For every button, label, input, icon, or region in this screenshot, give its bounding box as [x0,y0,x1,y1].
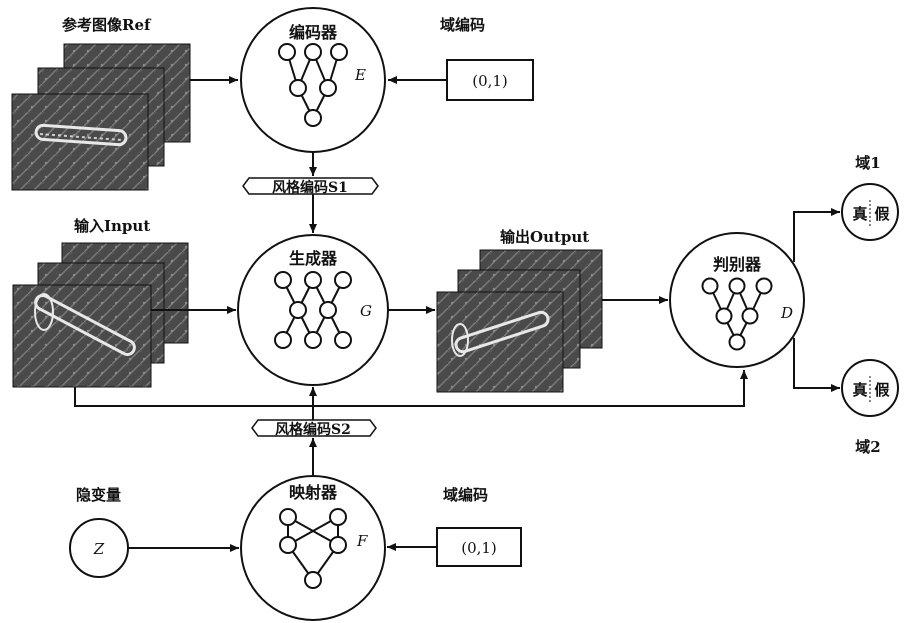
mapping-symbol: F [356,532,368,550]
style-code-s1: 风格编码S1 [243,178,378,196]
domain2-title: 域2 [855,438,880,456]
output-image-stack [437,250,602,392]
domain2-real: 真 [852,381,867,399]
output-title: 输出Output [500,228,589,246]
encoder-title: 编码器 [289,23,338,42]
generator-title: 生成器 [289,249,338,268]
domain1-fake: 假 [874,205,890,223]
domain-code-bottom-value: (0,1) [461,539,497,557]
arrow-discriminator-to-domain1 [794,212,840,262]
input-image-stack [13,243,188,387]
latent-title: 隐变量 [76,486,121,504]
input-title: 输入Input [74,217,150,235]
discriminator-symbol: D [780,304,793,322]
encoder-node: 编码器 E [241,8,385,152]
domain-code-bottom-title: 域编码 [443,486,488,504]
reference-title: 参考图像Ref [62,16,152,34]
style-code-s2: 风格编码S2 [252,420,376,438]
latent-symbol: Z [93,540,105,558]
arrow-input-to-discriminator [75,370,744,406]
discriminator-node: 判别器 D [670,233,804,367]
mapping-node: 映射器 F [241,476,385,620]
domain1-real: 真 [852,205,867,223]
domain2-fake: 假 [874,381,890,399]
domain1-title: 域1 [855,154,880,172]
arrow-discriminator-to-domain2 [794,338,840,388]
mapping-title: 映射器 [289,483,338,502]
style-code-s1-label: 风格编码S1 [272,179,348,196]
reference-image-stack [12,44,190,190]
discriminator-title: 判别器 [713,255,762,274]
style-code-s2-label: 风格编码S2 [275,421,351,438]
domain-code-top-value: (0,1) [472,72,508,90]
encoder-symbol: E [354,66,366,84]
generator-symbol: G [360,302,372,320]
domain-code-top-title: 域编码 [440,16,485,34]
generator-node: 生成器 G [238,235,388,385]
